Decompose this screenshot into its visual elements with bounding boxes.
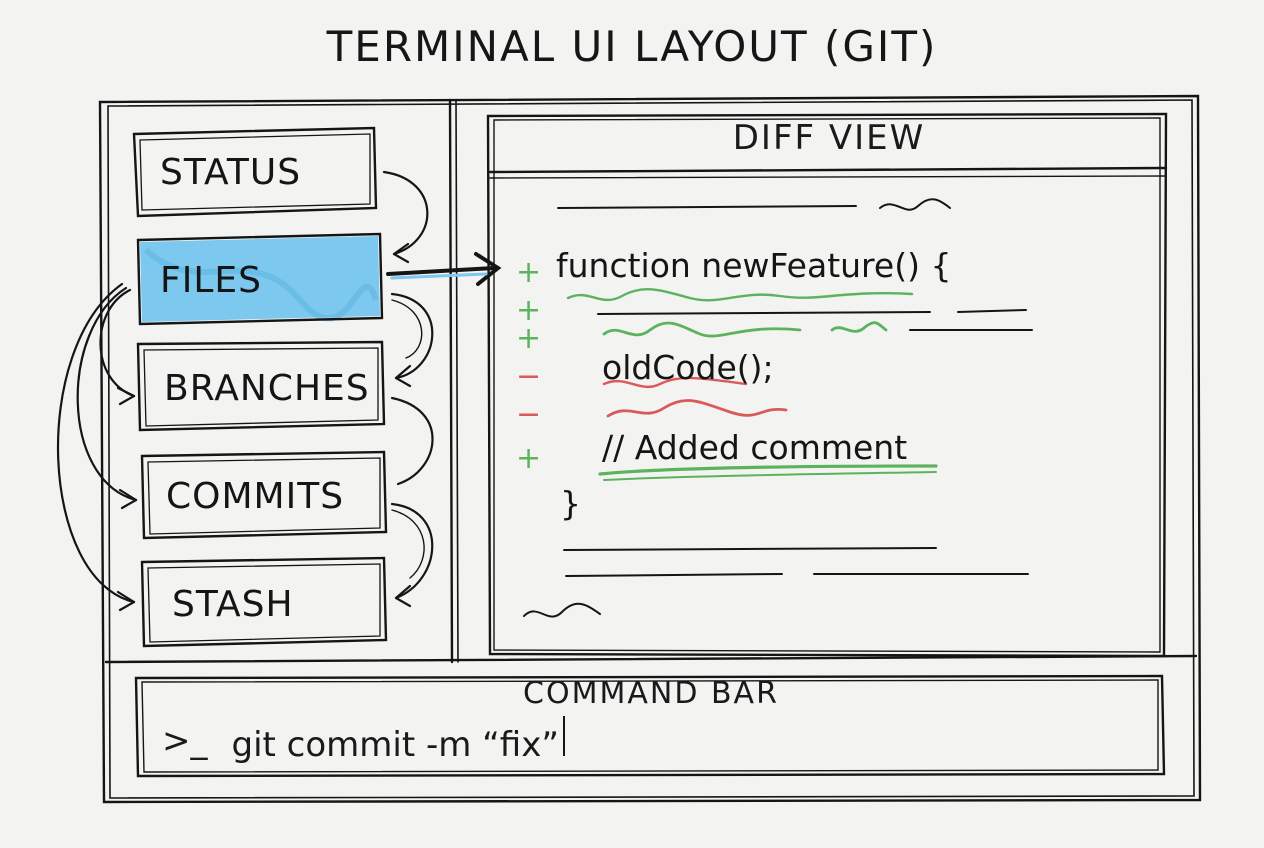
command-text: git commit -m “fix” [231,725,559,765]
diff-sign-added: + [516,293,541,328]
files-highlight [136,232,384,326]
command-input[interactable]: >_ git commit -m “fix” [162,716,565,765]
diff-line-added-comment: // Added comment [602,428,908,467]
diff-panel-frame [486,112,1168,658]
diff-sign-removed: − [516,397,541,432]
diff-header-divider [488,166,1168,174]
diff-view-title: DIFF VIEW [732,118,926,158]
arrow-files-to-stash-left [56,282,136,604]
sidebar-divider [448,98,454,664]
text-cursor [562,716,565,756]
diff-line-added: function newFeature() { [556,246,952,285]
diff-sign-added: + [516,441,541,476]
diff-sign-added: + [516,321,541,356]
command-divider [104,654,1198,664]
diff-line-removed: oldCode(); [602,348,774,387]
command-bar-title: COMMAND BAR [523,676,779,711]
page-title: TERMINAL UI LAYOUT (GIT) [326,22,938,71]
sidebar-item-status[interactable]: STATUS [160,151,302,193]
sidebar-item-stash[interactable]: STASH [172,583,294,625]
outer-frame [98,94,1202,804]
arrow-commits-to-stash [390,502,434,600]
command-bar-frame [134,674,1166,778]
arrow-files-to-diff [386,252,502,286]
diff-sign-removed: − [516,359,541,394]
arrow-files-to-commits-left [76,286,138,502]
prompt-icon: >_ [162,720,208,761]
sidebar-item-files[interactable]: FILES [160,259,262,301]
arrow-files-to-branches [390,292,434,380]
diff-sign-added: + [516,255,541,290]
sidebar-item-branches[interactable]: BRANCHES [164,367,370,409]
arrow-status-to-files [382,170,429,256]
diff-signs: + + + − − + [516,255,541,476]
arrow-branches-to-commits [390,396,434,486]
diff-line-closing-brace: } [560,484,581,523]
sidebar-item-commits[interactable]: COMMITS [166,475,345,517]
